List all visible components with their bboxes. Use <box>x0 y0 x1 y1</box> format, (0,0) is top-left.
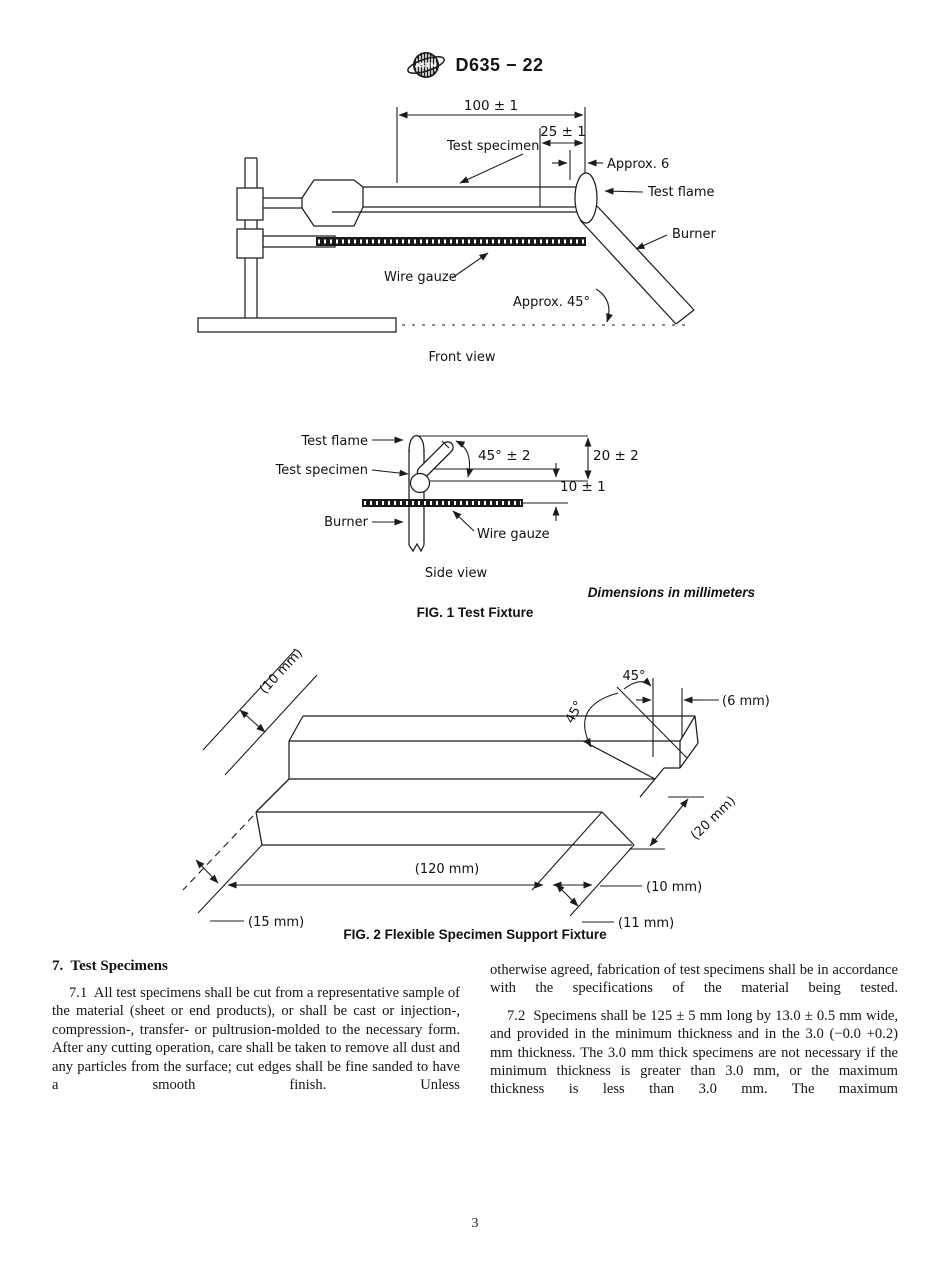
figure-1-caption: FIG. 1 Test Fixture <box>417 605 534 620</box>
dim-approx6-label: Approx. 6 <box>607 157 669 172</box>
front-view-caption: Front view <box>429 350 496 365</box>
dim-45-top-label: 45° <box>622 669 645 684</box>
support-fixture-dimensions: (10 mm) 45° 45° (6 mm) (20 mm) (120 mm) <box>182 646 770 931</box>
front-wire-gauze-label: Wire gauze <box>384 270 457 285</box>
dim-45-side-label: 45° <box>563 699 587 726</box>
page-number: 3 <box>471 1216 479 1231</box>
left-column: 7. Test Specimens 7.1 All test specimens… <box>52 958 460 1099</box>
side-wire-gauze-label: Wire gauze <box>477 527 550 542</box>
dim-25-label: 25 ± 1 <box>540 124 586 140</box>
front-approx-45-label: Approx. 45° <box>513 295 590 310</box>
front-burner-label: Burner <box>672 227 717 242</box>
units-note: Dimensions in millimeters <box>588 585 756 600</box>
figure-2-caption: FIG. 2 Flexible Specimen Support Fixture <box>343 927 607 942</box>
paragraph-7-1-continued: otherwise agreed, fabrication of test sp… <box>490 962 898 997</box>
dim-120mm-label: (120 mm) <box>415 862 479 877</box>
dim-10mm-right-label: (10 mm) <box>646 880 702 895</box>
dim-20mm-label: (20 mm) <box>688 794 739 844</box>
section-7-body: 7. Test Specimens 7.1 All test specimens… <box>52 958 898 1099</box>
dim-15mm-label: (15 mm) <box>248 915 304 930</box>
side-burner-label: Burner <box>324 515 369 530</box>
dim-100-label: 100 ± 1 <box>464 98 518 114</box>
side-test-specimen-label: Test specimen <box>275 463 368 478</box>
figure-2-support-fixture: (10 mm) 45° 45° (6 mm) (20 mm) (120 mm) <box>182 646 770 942</box>
paragraph-7-1: 7.1 All test specimens shall be cut from… <box>52 985 460 1094</box>
right-column: otherwise agreed, fabrication of test sp… <box>490 958 898 1099</box>
document-code: D635 − 22 <box>455 54 544 75</box>
dim-6mm-label: (6 mm) <box>722 694 770 709</box>
side-dim-10-label: 10 ± 1 <box>560 479 606 495</box>
paragraph-7-2: 7.2 Specimens shall be 125 ± 5 mm long b… <box>490 1007 898 1098</box>
astm-logo-text: ASTM <box>415 62 437 70</box>
front-view-drawing: 100 ± 1 25 ± 1 Approx. 6 Test specimen T… <box>197 98 717 365</box>
section-7-heading: 7. Test Specimens <box>52 958 168 974</box>
side-test-flame-label: Test flame <box>300 434 368 449</box>
dim-11mm-label: (11 mm) <box>618 916 674 931</box>
side-dim-45-label: 45° ± 2 <box>478 448 530 464</box>
page-header: ASTM D635 − 22 <box>0 46 950 84</box>
front-test-flame-label: Test flame <box>647 185 715 200</box>
figure-1-test-fixture: 100 ± 1 25 ± 1 Approx. 6 Test specimen T… <box>197 98 756 620</box>
side-dim-20-label: 20 ± 2 <box>593 448 639 464</box>
side-view-caption: Side view <box>425 566 488 581</box>
dim-10mm-top-label: (10 mm) <box>257 646 306 697</box>
side-view-drawing: 45° ± 2 20 ± 2 10 ± 1 Test flame Test sp… <box>275 434 639 581</box>
astm-logo-icon: ASTM <box>407 52 446 78</box>
support-fixture-drawing <box>255 715 699 846</box>
front-test-specimen-label: Test specimen <box>446 139 539 154</box>
